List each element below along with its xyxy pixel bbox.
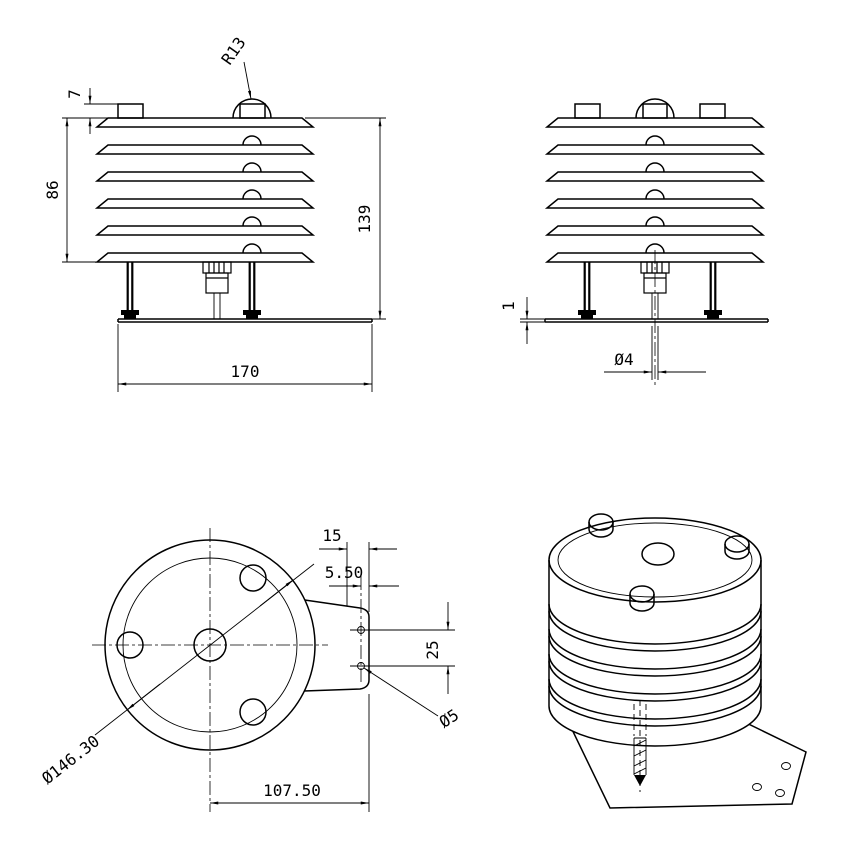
base-plate <box>117 318 373 323</box>
louver-plate <box>96 117 314 128</box>
spacer-hole <box>239 564 267 592</box>
iso-louver <box>548 628 762 677</box>
spacer-dome <box>645 216 665 227</box>
dim-center-to-bracket: 107.50 <box>210 694 370 812</box>
spacer-dome <box>645 135 665 146</box>
dim-label-hole-diameter: Ø5 <box>436 705 463 731</box>
side-left-cap <box>574 103 601 119</box>
dim-label-plate-thickness: 1 <box>499 301 518 311</box>
spacer-dome <box>242 243 262 254</box>
iso-bracket-hole <box>775 789 785 797</box>
mounting-leg <box>576 260 598 321</box>
dim-total-height: 139 <box>305 117 386 320</box>
iso-side-edges <box>548 560 762 706</box>
dim-label-outer-diameter: Ø146.30 <box>38 731 103 787</box>
front-left-cap <box>117 103 144 119</box>
louver-plate <box>96 252 314 263</box>
side-dome <box>635 98 675 119</box>
spacer-dome <box>242 162 262 173</box>
bottom-view: 15 5.50 25 Ø5 Ø146.30 <box>38 526 462 812</box>
dim-hole-spacing: 25 <box>350 602 455 694</box>
iso-louver <box>548 653 762 702</box>
dim-label-bracket-width: 15 <box>322 526 341 545</box>
isometric-view <box>548 513 807 809</box>
dim-base-width: 170 <box>117 324 373 392</box>
iso-fixing-screw <box>633 700 647 792</box>
mounting-leg <box>241 260 263 321</box>
louver-plate <box>96 225 314 236</box>
iso-bracket-hole <box>752 783 762 791</box>
iso-screw-tip <box>634 775 646 786</box>
spacer-dome <box>242 135 262 146</box>
base-plate <box>544 318 769 323</box>
louver-plate <box>546 117 764 128</box>
iso-bracket-hole <box>781 762 791 770</box>
dim-cap-height: 7 <box>62 88 118 134</box>
side-right-cap <box>699 103 726 119</box>
dim-hole-edge-offset: 5.50 <box>325 563 399 588</box>
front-view: 7 86 139 170 R13 <box>43 34 386 392</box>
sensor-body <box>202 261 232 294</box>
louver-plate <box>546 225 764 236</box>
mounting-leg <box>702 260 724 321</box>
sensor-rod <box>651 293 659 319</box>
louver-plate <box>546 198 764 209</box>
dim-label-center-to-bracket: 107.50 <box>263 781 321 800</box>
iso-cap-knob <box>629 585 655 612</box>
side-view: 1 Ø4 <box>499 98 769 388</box>
iso-top-plate <box>548 517 762 603</box>
dim-outer-diameter: Ø146.30 <box>38 563 315 788</box>
louver-plate <box>96 171 314 182</box>
dim-body-height: 86 <box>43 118 97 263</box>
dim-label-cap-height: 7 <box>65 89 84 99</box>
louver-plate <box>546 171 764 182</box>
dim-label-hole-spacing: 25 <box>423 640 442 659</box>
front-right-cap <box>239 103 266 119</box>
sensor-rod <box>213 293 221 319</box>
dim-label-total-height: 139 <box>355 205 374 234</box>
spacer-hole <box>239 698 267 726</box>
iso-center-hole <box>641 542 675 566</box>
louver-plate <box>96 198 314 209</box>
front-dome <box>232 98 272 119</box>
dim-plate-thickness: 1 <box>499 297 545 344</box>
spacer-dome <box>242 189 262 200</box>
spacer-dome <box>645 162 665 173</box>
louver-plate <box>546 144 764 155</box>
mounting-leg <box>119 260 141 321</box>
dim-label-rod-diameter: Ø4 <box>614 350 633 369</box>
louver-plate <box>96 144 314 155</box>
dim-label-hole-edge-offset: 5.50 <box>325 563 364 582</box>
iso-cap-knob <box>588 513 614 538</box>
iso-louver <box>548 603 762 652</box>
dim-bracket-width: 15 <box>319 526 397 612</box>
dim-hole-diameter: Ø5 <box>363 667 463 732</box>
dim-label-dome-radius: R13 <box>217 34 249 69</box>
spacer-dome <box>645 189 665 200</box>
dim-dome-radius: R13 <box>217 34 252 100</box>
spacer-dome <box>242 216 262 227</box>
iso-louver <box>548 678 762 727</box>
iso-bottom-edge <box>548 705 762 747</box>
dim-label-body-height: 86 <box>43 180 62 199</box>
mounting-bracket <box>303 599 370 692</box>
iso-cap-knob <box>724 535 750 560</box>
iso-top-plate-inner <box>557 522 753 598</box>
dim-label-base-width: 170 <box>231 362 260 381</box>
dim-rod-diameter: Ø4 <box>604 326 706 380</box>
side-center-cap <box>642 103 668 119</box>
